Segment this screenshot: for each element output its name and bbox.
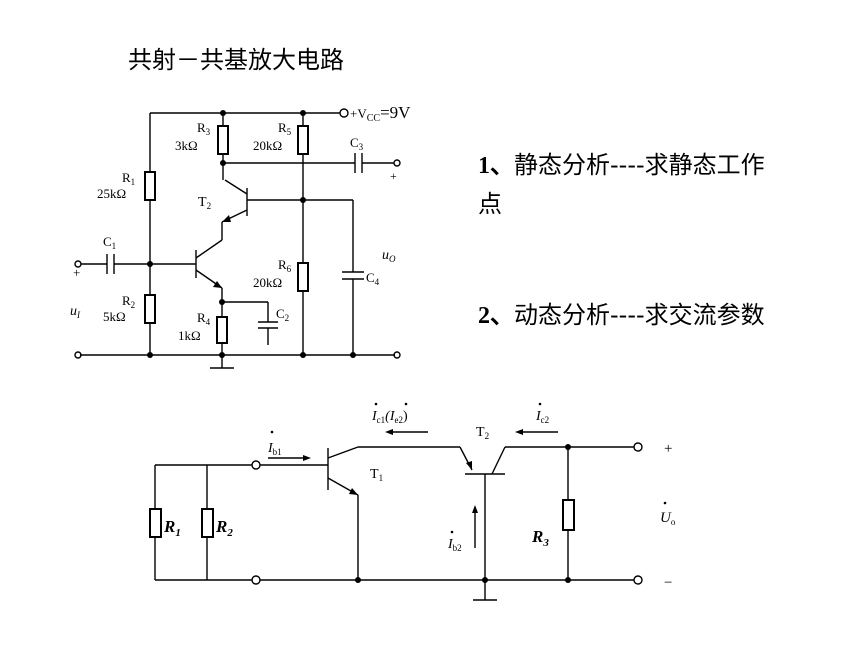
resistor-r5 — [297, 125, 309, 155]
output-minus: − — [664, 575, 672, 591]
step-dynamic-analysis: 2、动态分析----求交流参数 — [478, 296, 838, 335]
r3-label: R3 — [531, 527, 549, 549]
ib1-label: Ib1 — [267, 441, 282, 457]
t2-label: T2 — [198, 195, 211, 211]
resistor-r1 — [144, 171, 156, 201]
t2-label: T2 — [476, 425, 489, 441]
resistor-r2 — [201, 508, 214, 538]
vcc-label: +VCC=9V — [350, 103, 411, 124]
step-number: 2、 — [478, 303, 514, 329]
page-title: 共射－共基放大电路 — [128, 46, 344, 74]
resistor-r3 — [562, 499, 575, 531]
resistor-r1 — [149, 508, 162, 538]
step-text: 静态分析----求静态工作点 — [478, 151, 765, 218]
resistor-r4 — [216, 316, 228, 344]
output-label: uO — [382, 248, 396, 264]
ic2-label: Ic2 — [535, 409, 549, 425]
output-plus: + — [664, 441, 672, 457]
r1-label: R1 — [163, 517, 181, 539]
step-static-analysis: 1、静态分析----求静态工作点 — [478, 146, 778, 223]
input-label: uI — [70, 304, 81, 320]
r2-label: R2 — [215, 517, 233, 539]
resistor-r3 — [217, 125, 229, 155]
step-text: 动态分析----求交流参数 — [514, 301, 765, 329]
resistor-r6 — [297, 262, 309, 292]
ib2-label: Ib2 — [447, 537, 462, 553]
resistor-r2 — [144, 294, 156, 324]
uo-label: Uo — [660, 510, 676, 527]
step-number: 1、 — [478, 153, 514, 179]
input-plus: + — [73, 265, 80, 280]
ic1-label: Ic1(Ie2) — [371, 409, 408, 425]
c3-plus: + — [390, 169, 397, 183]
t1-label: T1 — [370, 467, 383, 483]
